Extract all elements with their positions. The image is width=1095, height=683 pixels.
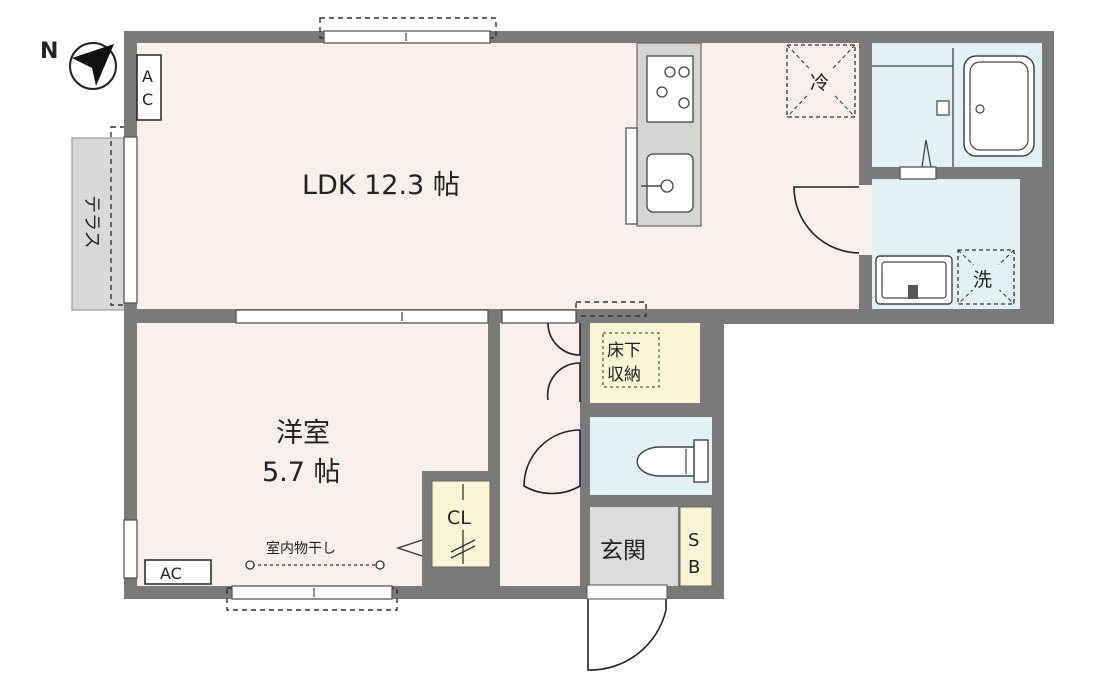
drying-label: 室内物干し [266, 540, 336, 557]
terrace-label: テラス [81, 195, 102, 249]
compass: N [40, 39, 117, 90]
shoe-box-label-s: S [688, 530, 699, 551]
ldk-window-left [123, 136, 138, 304]
stove-icon [646, 55, 694, 123]
kitchen-window [625, 127, 638, 225]
western-window-left [123, 519, 138, 579]
ldk-floor [137, 43, 859, 309]
storage-door-lower [546, 362, 581, 402]
washroom-door [793, 186, 861, 254]
western-window-top [235, 309, 489, 324]
entrance-floor [590, 507, 678, 586]
shoe-box-label-b: B [688, 557, 700, 578]
washer-space [957, 249, 1015, 305]
windows [123, 17, 937, 611]
ac-western-label: AC [160, 564, 182, 583]
ac-units: A C AC [136, 54, 212, 585]
storage-door-upper [547, 322, 581, 356]
bathtub-icon [963, 55, 1035, 157]
north-arrow-icon [72, 44, 114, 86]
sink-icon [646, 153, 694, 213]
washer-label: 洗 [973, 269, 992, 291]
entrance-door [587, 585, 667, 671]
terrace: テラス [71, 126, 129, 311]
underfloor-storage [590, 323, 700, 403]
bath-window [899, 166, 937, 180]
entrance-label: 玄関 [600, 538, 646, 564]
toilet-door [523, 429, 581, 495]
room-floors [137, 42, 1042, 587]
closet-rod [447, 484, 481, 564]
drying-rod [245, 539, 423, 570]
north-label: N [40, 39, 58, 64]
western-room-label-1: 洋室 [276, 418, 330, 449]
ldk-room-label: LDK 12.3 帖 [302, 170, 460, 201]
ac-unit-western [144, 559, 212, 585]
hall-window [501, 309, 577, 324]
doors [523, 185, 872, 671]
toilet-icon [636, 439, 709, 483]
western-window-bottom [231, 585, 393, 600]
underfloor-label-1: 床下 [607, 341, 641, 361]
hallway-floor [500, 323, 580, 586]
ac-unit-ldk [136, 54, 162, 121]
wash-basin-icon [875, 255, 953, 305]
kitchen: 冷 [641, 44, 856, 213]
ldk-window-top [323, 30, 491, 44]
refrigerator-label: 冷 [810, 72, 829, 94]
shoe-box [679, 506, 713, 587]
closet-label: CL [447, 507, 471, 529]
ac-ldk-label-a: A [142, 67, 153, 86]
underfloor-label-2: 収納 [607, 365, 641, 385]
western-room-label-2: 5.7 帖 [262, 457, 341, 488]
ac-ldk-label-c: C [142, 90, 153, 109]
bath-fixtures: 洗 [872, 48, 1035, 305]
